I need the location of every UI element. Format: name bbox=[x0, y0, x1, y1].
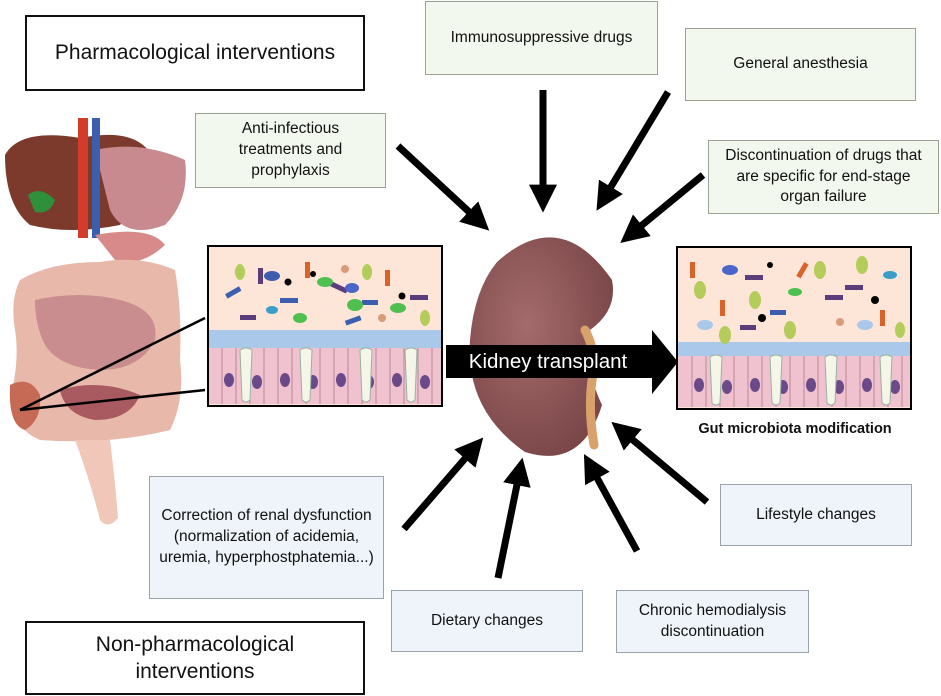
factor-box-immunosuppressive-drugs: Immunosuppressive drugs bbox=[425, 1, 658, 75]
digestive-system-illustration bbox=[5, 118, 206, 525]
factor-box-general-anesthesia: General anesthesia bbox=[685, 28, 916, 101]
kidney-transplant-arrow bbox=[446, 330, 678, 394]
microbiota-panel-after bbox=[676, 246, 912, 410]
kidney-transplant-label: Kidney transplant bbox=[468, 350, 628, 373]
factor-box-anti-infectious: Anti-infectious treatments and prophylax… bbox=[195, 113, 386, 188]
factor-box-renal-correction: Correction of renal dysfunction (normali… bbox=[149, 476, 384, 599]
factor-box-drug-discontinuation: Discontinuation of drugs that are specif… bbox=[708, 140, 939, 214]
factor-box-lifestyle-changes: Lifestyle changes bbox=[720, 484, 912, 546]
factor-box-dietary-changes: Dietary changes bbox=[391, 590, 583, 652]
non-pharmacological-interventions-heading: Non-pharmacological interventions bbox=[25, 621, 365, 695]
factor-arrows bbox=[395, 90, 710, 579]
factor-box-hemodialysis-discontinuation: Chronic hemodialysis discontinuation bbox=[616, 590, 809, 653]
pharmacological-interventions-heading: Pharmacological interventions bbox=[25, 15, 365, 91]
gut-microbiota-modification-caption: Gut microbiota modification bbox=[698, 421, 892, 437]
microbiota-panel-before bbox=[207, 245, 443, 407]
